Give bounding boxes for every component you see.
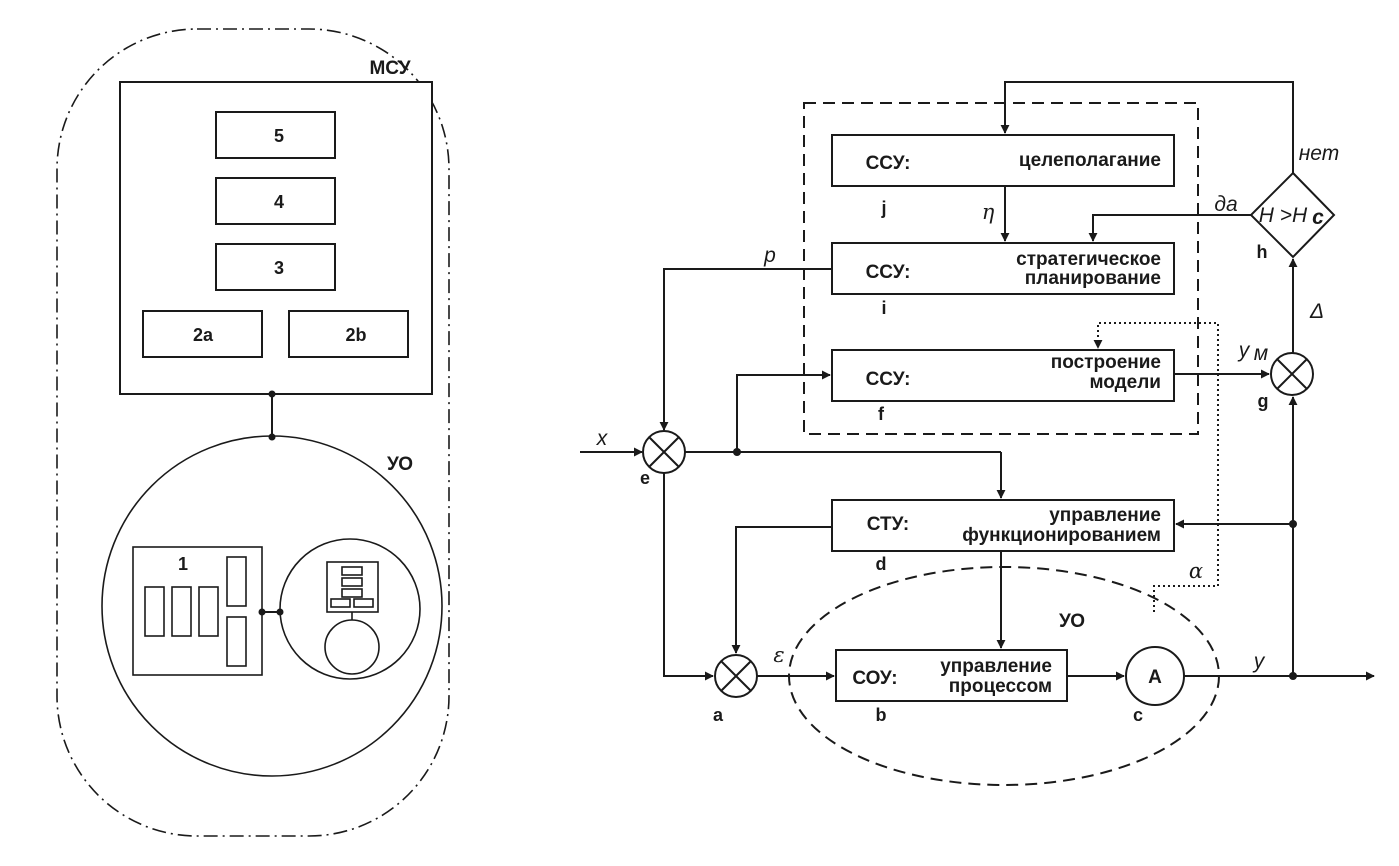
d-to-a-line bbox=[731, 526, 832, 654]
msu-block-2a-label: 2a bbox=[193, 325, 214, 345]
summer-g bbox=[1270, 352, 1314, 396]
summer-e bbox=[642, 430, 686, 474]
msu-block-2a bbox=[142, 310, 263, 358]
msu-block-4 bbox=[215, 177, 336, 225]
element-rect bbox=[171, 586, 192, 637]
block-d-tag: d bbox=[876, 554, 887, 574]
decision-no-label: нет bbox=[1299, 142, 1340, 165]
decision-tag: h bbox=[1257, 242, 1268, 262]
hierarchy-icon-block bbox=[330, 598, 351, 608]
signal-p-label: p bbox=[763, 244, 776, 267]
uo-label: УО bbox=[387, 454, 413, 475]
block-j-tag: j bbox=[880, 198, 886, 218]
controlled-object-label: УО bbox=[1059, 611, 1085, 632]
summer-a-tag: a bbox=[713, 705, 724, 725]
block-j-prefix: ССУ: bbox=[866, 153, 911, 174]
msu-block-5 bbox=[215, 111, 336, 159]
summer-e-tag: e bbox=[640, 468, 650, 488]
hierarchy-icon-frame bbox=[326, 561, 379, 613]
decision-condition-sub: c bbox=[1312, 206, 1324, 229]
block-f-title-line1: построение bbox=[1051, 352, 1161, 373]
block-b-process-control bbox=[835, 649, 1068, 702]
summer-a bbox=[714, 654, 758, 698]
object-circle-icon bbox=[324, 619, 380, 675]
block-b-tag: b bbox=[876, 705, 887, 725]
element-rect bbox=[198, 586, 219, 637]
block-f-title-line2: модели bbox=[1089, 372, 1161, 393]
right-diagram: ССУ: целеполагание j ССУ: стратегическое… bbox=[580, 81, 1375, 786]
junction-node bbox=[268, 433, 276, 441]
signal-p-line bbox=[659, 268, 832, 431]
block-1-label: 1 bbox=[178, 554, 188, 574]
block-b-title-line2: процессом bbox=[949, 676, 1052, 697]
hierarchy-icon-block bbox=[353, 598, 374, 608]
summer-g-tag: g bbox=[1258, 391, 1269, 411]
uo-circle bbox=[101, 435, 443, 777]
block-d-title-line2: функционированием bbox=[962, 525, 1161, 546]
hierarchy-icon-block bbox=[341, 566, 363, 576]
system-boundary bbox=[56, 28, 450, 837]
decision-yes-label: да bbox=[1214, 193, 1237, 216]
block-d-operation-control bbox=[831, 499, 1175, 552]
e-to-f-line bbox=[736, 370, 831, 452]
signal-eta-label: η bbox=[982, 200, 995, 224]
left-diagram: МСУ 5 4 3 2a 2b УО 1 bbox=[56, 28, 450, 837]
signal-delta-label: Δ bbox=[1309, 300, 1324, 323]
block-i-title-line1: стратегическое bbox=[1016, 249, 1161, 270]
block-d-title-line1: управление bbox=[1049, 505, 1161, 526]
block-i-strategic-planning bbox=[831, 242, 1175, 295]
subsystem-circle bbox=[279, 538, 421, 680]
element-rect bbox=[226, 616, 247, 667]
signal-ym-label: y bbox=[1237, 339, 1251, 362]
block-b-title-line1: управление bbox=[940, 656, 1052, 677]
e-to-a-line bbox=[663, 473, 714, 681]
msu-block-3 bbox=[215, 243, 336, 291]
actuator-label: A bbox=[1148, 667, 1162, 688]
junction-node bbox=[268, 390, 276, 398]
block-f-tag: f bbox=[878, 404, 885, 424]
element-rect bbox=[144, 586, 165, 637]
decision-condition: H >H bbox=[1259, 204, 1308, 227]
block-i-prefix: ССУ: bbox=[866, 262, 911, 283]
signal-alpha-label: α bbox=[1189, 559, 1203, 583]
block-f-model-building bbox=[831, 349, 1175, 402]
msu-block-2b bbox=[288, 310, 409, 358]
signal-alpha-line bbox=[1093, 322, 1219, 612]
block-i-title-line2: планирование bbox=[1025, 268, 1161, 289]
element-rect bbox=[226, 556, 247, 607]
msu-block-3-label: 3 bbox=[274, 258, 284, 278]
hierarchy-icon-block bbox=[341, 577, 363, 587]
signal-x-label: x bbox=[596, 427, 609, 450]
signal-ym-sub: м bbox=[1254, 342, 1268, 365]
block-f-prefix: ССУ: bbox=[866, 369, 911, 390]
block-j-title: целеполагание bbox=[1019, 150, 1161, 171]
msu-block-4-label: 4 bbox=[274, 192, 284, 212]
msu-label: МСУ bbox=[369, 58, 410, 79]
block-i-tag: i bbox=[881, 298, 886, 318]
actuator-tag: c bbox=[1133, 705, 1143, 725]
msu-block-5-label: 5 bbox=[274, 126, 284, 146]
decision-no-line bbox=[1000, 81, 1294, 173]
signal-epsilon-label: ε bbox=[773, 643, 784, 667]
signal-y-label: y bbox=[1252, 650, 1266, 673]
decision-h bbox=[1249, 171, 1336, 259]
block-1 bbox=[132, 546, 263, 676]
block-d-prefix: СТУ: bbox=[867, 514, 910, 535]
junction-node bbox=[258, 608, 266, 616]
decision-yes-line bbox=[1088, 214, 1251, 242]
block-b-prefix: СОУ: bbox=[852, 668, 897, 689]
block-j-goal-setting bbox=[831, 134, 1175, 187]
msu-block-2b-label: 2b bbox=[345, 325, 366, 345]
hierarchy-icon-block bbox=[341, 588, 363, 598]
